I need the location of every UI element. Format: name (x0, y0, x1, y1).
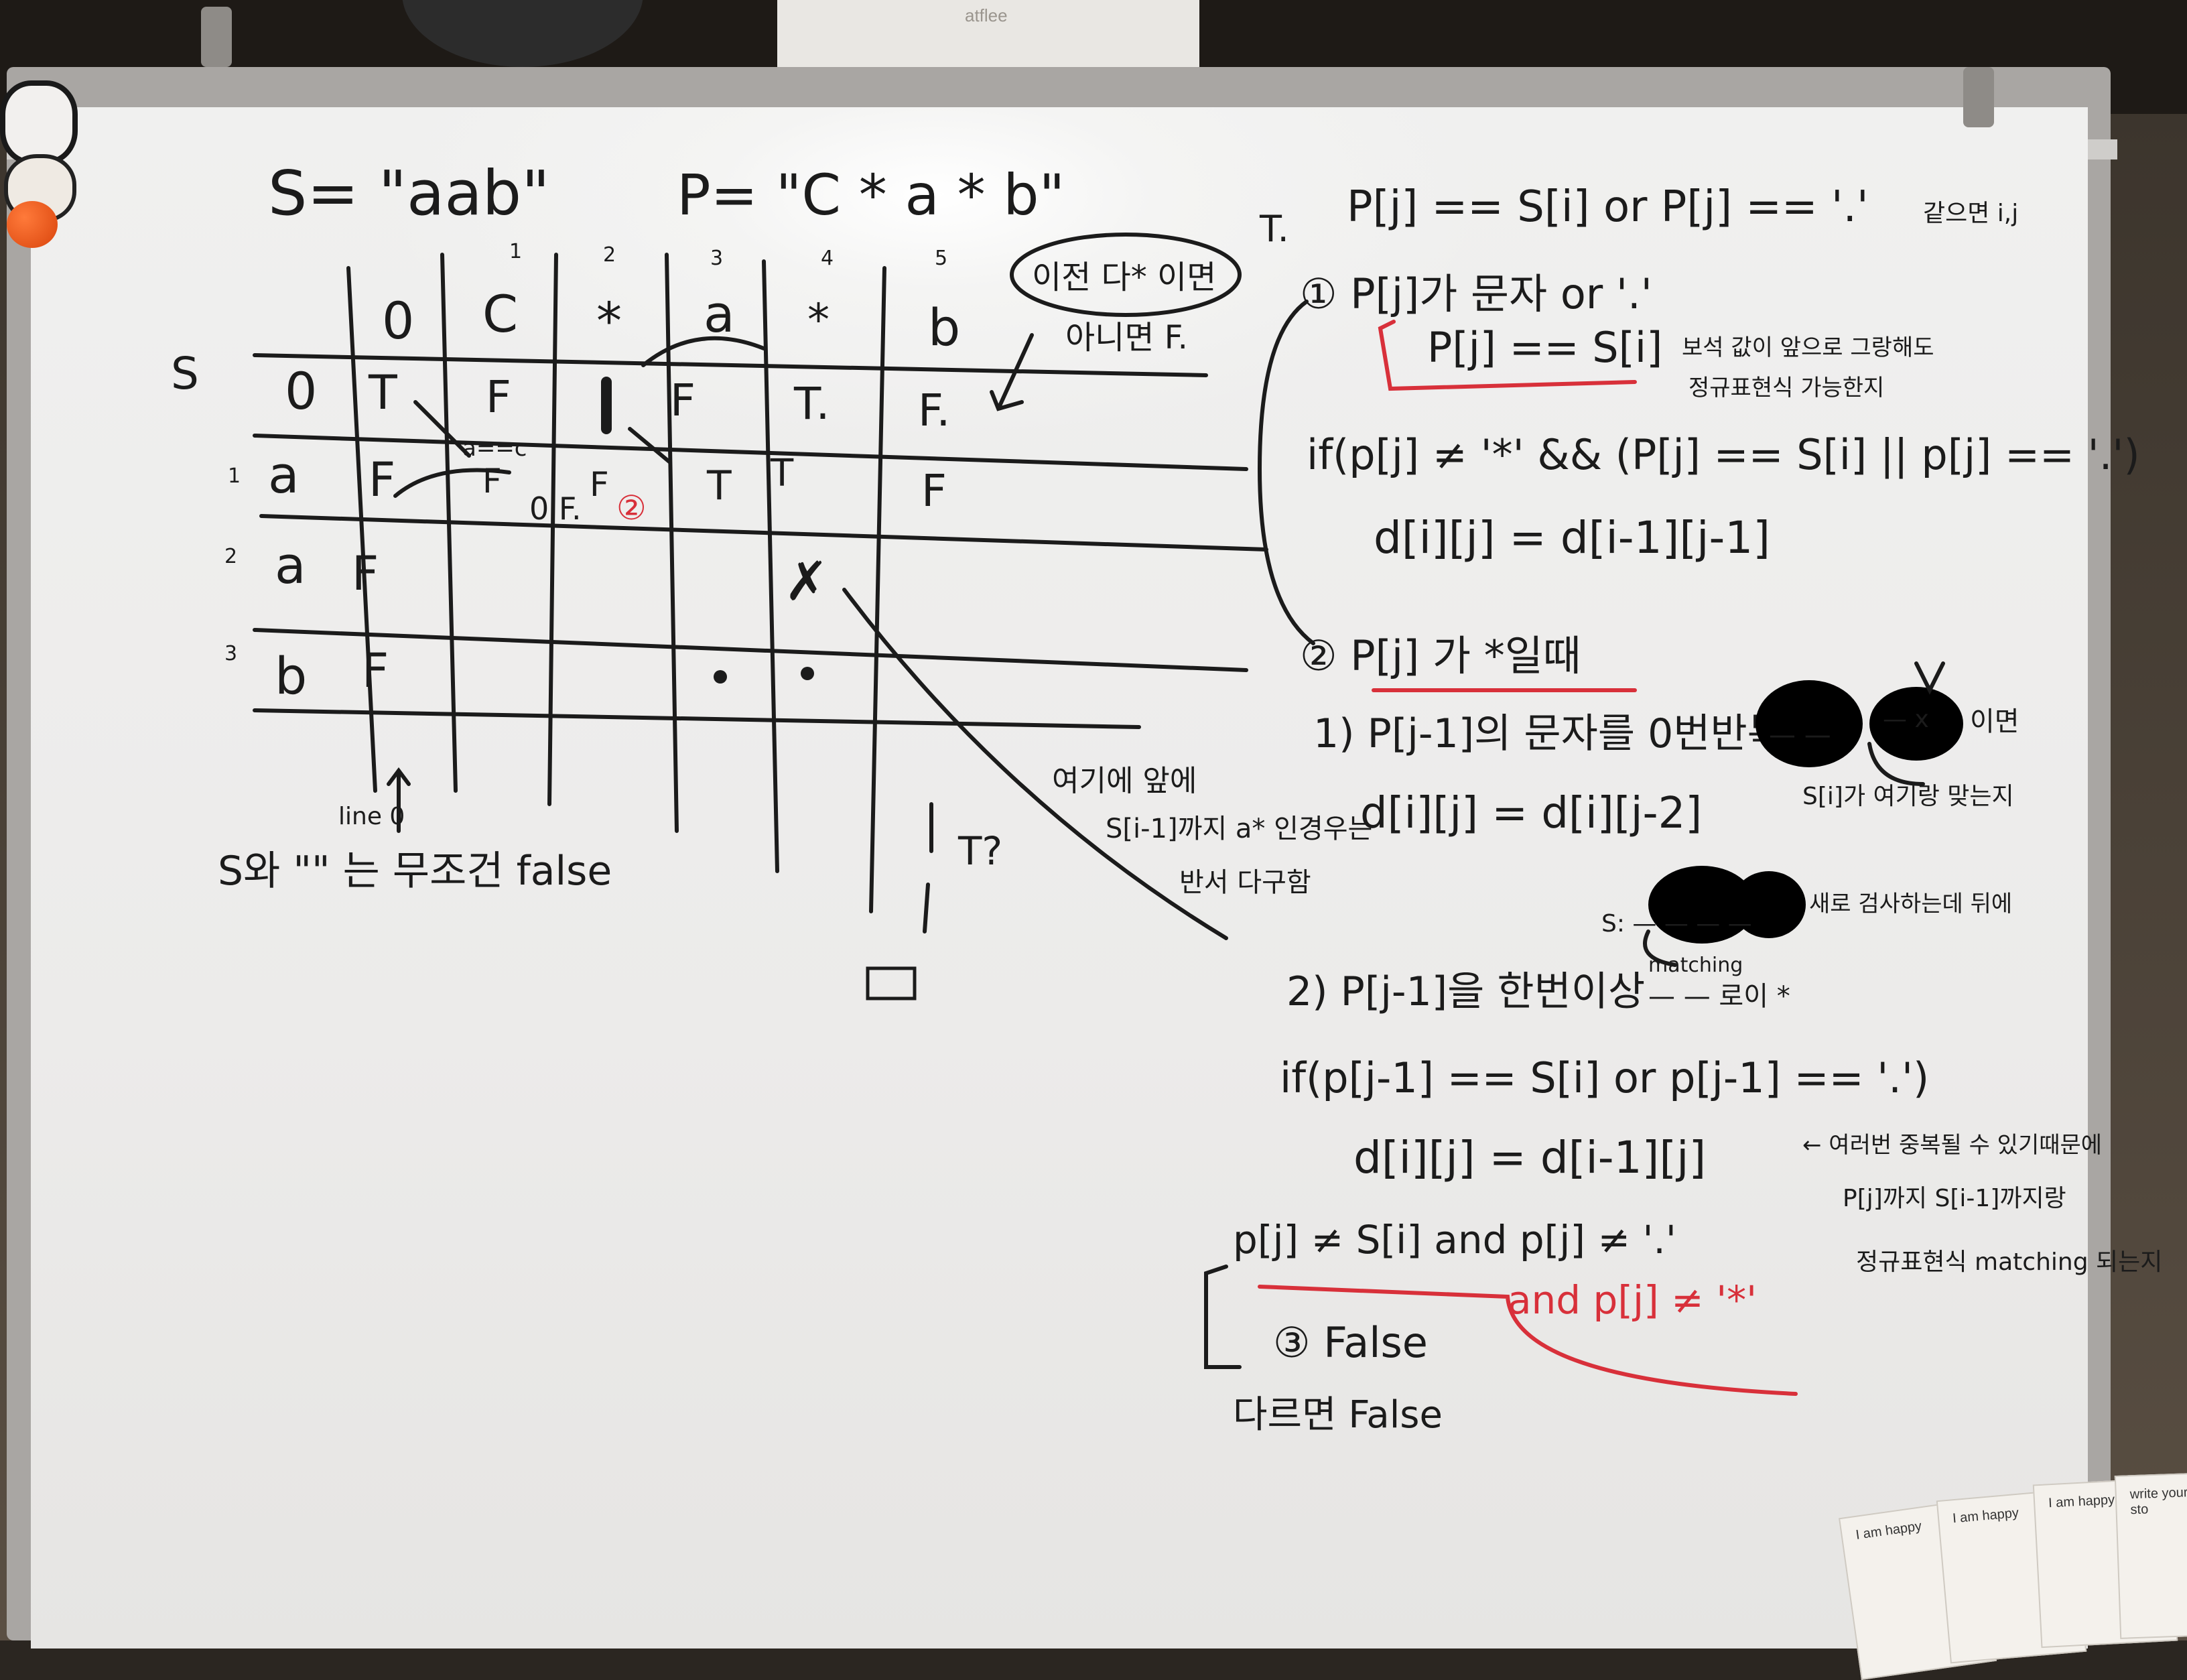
matching-word: matching (1648, 954, 1743, 977)
svg-text:*: * (807, 294, 830, 346)
row-indices: 1 2 3 (224, 464, 241, 665)
s-matching-diagram (1643, 866, 1806, 967)
svg-text:4: 4 (821, 247, 834, 270)
cell-1-4: T (770, 452, 794, 495)
svg-text:5: 5 (935, 247, 947, 270)
case-2-step-1: 1) P[j-1]의 문자를 0번반복 (1313, 710, 1784, 757)
case-3-red-condition: and p[j] ≠ '*' (1508, 1277, 1757, 1323)
smile-1: — — (1769, 720, 1831, 751)
cell-1-0: F (369, 452, 395, 507)
case-3-condition: p[j] ≠ S[i] and p[j] ≠ '.' (1233, 1217, 1676, 1263)
svg-text:*: * (596, 291, 622, 350)
smile-2: — x (1883, 706, 1929, 733)
note-0F: 0 F. (529, 491, 582, 527)
t-dot: T. (1259, 208, 1289, 250)
case-1-body: d[i][j] = d[i-1][j-1] (1374, 512, 1770, 564)
svg-text:b: b (275, 646, 307, 706)
svg-text:1: 1 (228, 464, 241, 488)
svg-text:a: a (268, 445, 300, 505)
svg-text:3: 3 (710, 247, 723, 270)
cell-3-0: F (362, 643, 389, 698)
case-3-arrow (1204, 1265, 1242, 1369)
here-note-2: S[i-1]까지 a* 인경우는 (1106, 814, 1372, 844)
note-bubble (1010, 233, 1242, 317)
whiteboard (7, 7, 2117, 1649)
cell-1-3: T (706, 462, 732, 509)
cell-0-1: F (486, 371, 511, 423)
note-circle-2: ② (616, 489, 647, 527)
svg-text:a: a (275, 535, 306, 595)
case-2-body-note-3: 정규표현식 matching 되는지 (1856, 1248, 2162, 1276)
svg-text:a: a (704, 284, 735, 344)
note-a-eq-c: a==c (462, 435, 527, 462)
svg-text:2: 2 (224, 545, 237, 568)
whiteboard-writing: S= "aab" P= "C * a * b" 1 2 3 4 5 0 C * … (171, 157, 2162, 1437)
case-bracket (1257, 300, 1315, 645)
cell-0-0: T (368, 365, 397, 420)
svg-text:0: 0 (382, 291, 414, 350)
bubble-line-1: 이전 다* 이면 (1032, 259, 1216, 296)
table-arrows (387, 336, 1228, 1000)
here-note-1: 여기에 앞에 (1052, 764, 1197, 798)
case-1-eq: P[j] == S[i] (1427, 323, 1662, 372)
case-2-body-note-2: P[j]까지 S[i-1]까지랑 (1843, 1185, 2066, 1212)
svg-text:C: C (482, 284, 518, 344)
case-1-note-2: 정규표현식 가능한지 (1688, 375, 1884, 401)
line-zero-label: line 0 (338, 803, 405, 830)
s-matching-note: 새로 검사하는데 뒤에 (1809, 891, 2012, 917)
svg-text:0: 0 (285, 361, 317, 421)
case-2-step-2-under: — — 로이 * (1648, 981, 1790, 1012)
bubble-arrow (990, 333, 1034, 411)
case-1-note-1: 보석 값이 앞으로 그랑해도 (1682, 334, 1934, 361)
orange-magnet (7, 201, 58, 248)
box-label: atflee (965, 5, 1008, 25)
case-1-underline (1378, 320, 1637, 391)
case-2-if: if(p[j-1] == S[i] or p[j-1] == '.') (1280, 1053, 1929, 1102)
smile-note: S[i]가 여기랑 맞는지 (1802, 783, 2014, 810)
case-3-title: ③ False (1273, 1318, 1428, 1367)
cell-1-2: F (590, 465, 609, 504)
board-clip (201, 7, 232, 67)
smiley-diagram (1755, 661, 1963, 786)
p-definition: P= "C * a * b" (677, 162, 1065, 228)
svg-text:1: 1 (509, 240, 522, 263)
svg-text:b: b (928, 298, 960, 357)
board-clip (1963, 67, 1994, 127)
cell-2-0: F (352, 546, 379, 601)
cell-0-3: F (670, 375, 695, 426)
s-matching: S: — — — — (1601, 910, 1752, 938)
star-check-mark: ✗ (784, 550, 829, 612)
case-2-step-2: 2) P[j-1]을 한번이상 (1286, 968, 1645, 1015)
s-empty-note: S와 "" 는 무조건 false (218, 848, 612, 895)
column-headers: 0 C * a * b (382, 284, 960, 357)
column-indices: 1 2 3 4 5 (509, 240, 947, 270)
s-axis-label: S (171, 348, 199, 399)
cell-0-4: T. (793, 378, 830, 430)
case-1-title: ① P[j]가 문자 or '.' (1300, 269, 1652, 318)
case-3-red-underline (1258, 1285, 1798, 1396)
t-question: T? (957, 828, 1002, 874)
row-headers: 0 a a b (268, 361, 317, 706)
rule-top-note: 같으면 i,j (1923, 200, 2018, 227)
svg-text:3: 3 (224, 642, 237, 665)
svg-text:2: 2 (603, 243, 616, 267)
case-2-title: ② P[j] 가 *일때 (1300, 631, 1581, 680)
cell-1-1: F (482, 462, 502, 501)
smile-3: 이면 (1970, 706, 2019, 737)
rule-top: P[j] == S[i] or P[j] == '.' (1347, 182, 1869, 232)
box: atflee (777, 0, 1199, 70)
bubble-line-2: 아니면 F. (1065, 319, 1188, 357)
here-note-3: 반서 다구함 (1179, 867, 1311, 898)
cell-1-5: F (921, 465, 947, 517)
s-definition: S= "aab" (268, 157, 550, 229)
case-3-other: 다르면 False (1233, 1393, 1443, 1437)
case-1-if: if(p[j] ≠ '*' && (P[j] == S[i] || p[j] =… (1307, 430, 2140, 480)
dog-magnet (0, 80, 78, 165)
cell-0-5: F. (918, 385, 950, 436)
dp-cells: T F F T. F. F F F T T F F F (352, 365, 950, 698)
case-2-step-1-body: d[i][j] = d[i][j-2] (1360, 789, 1702, 838)
case-2-body-note-1: ← 여러번 중복될 수 있기때문에 (1802, 1132, 2102, 1159)
case-2-body: d[i][j] = d[i-1][j] (1353, 1132, 1706, 1183)
